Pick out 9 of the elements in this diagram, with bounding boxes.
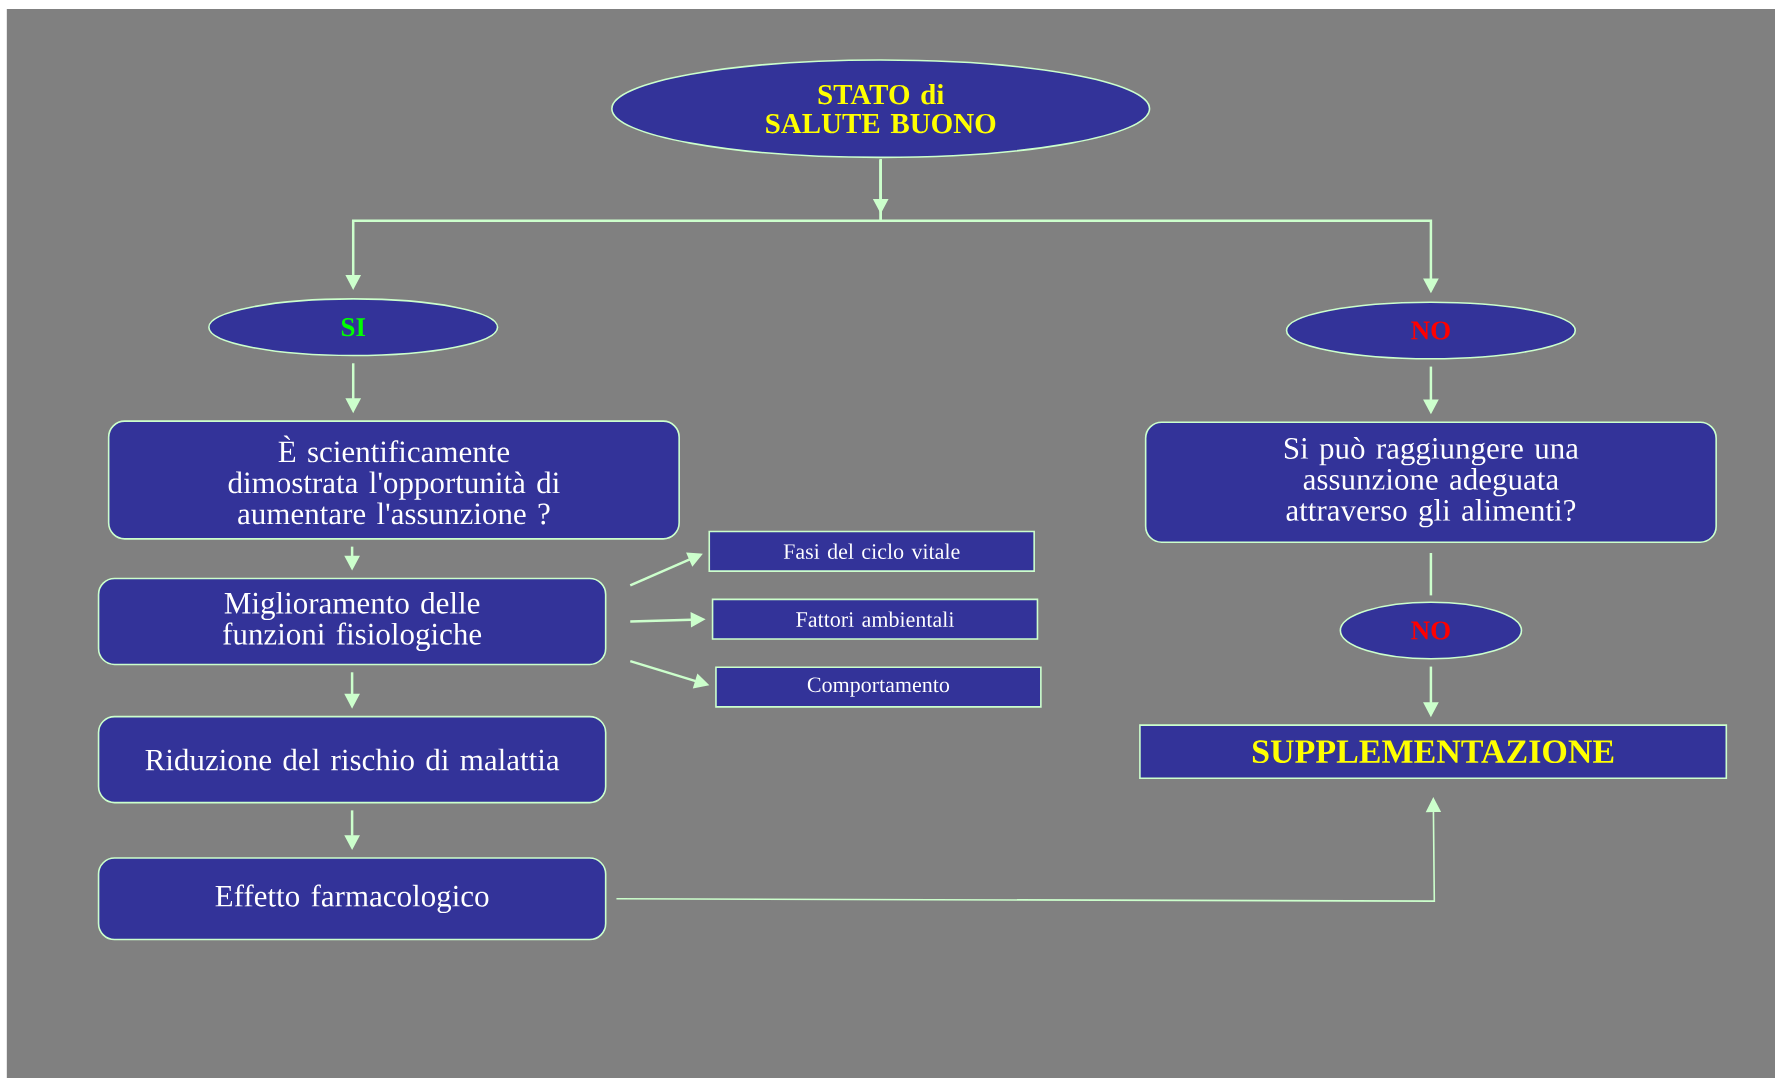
factor-box: Comportamento <box>715 666 1042 708</box>
factor-box: Fasi del ciclo vitale <box>708 530 1035 572</box>
process-box: Miglioramento delle funzioni fisiologiche <box>97 577 607 666</box>
factor-box: Fattori ambientali <box>711 598 1039 640</box>
process-box: Effetto farmacologico <box>97 857 607 941</box>
process-box: Riduzione del rischio di malattia <box>97 715 607 804</box>
question-box: Si può raggiungere una assunzione adeguata attraverso gli alimenti? <box>1144 421 1717 543</box>
question-box: È scientificamente dimostrata l'opportunità di aumentare l'assunzione ? <box>107 420 680 540</box>
result-box: SUPPLEMENTAZIONE <box>1139 724 1728 780</box>
